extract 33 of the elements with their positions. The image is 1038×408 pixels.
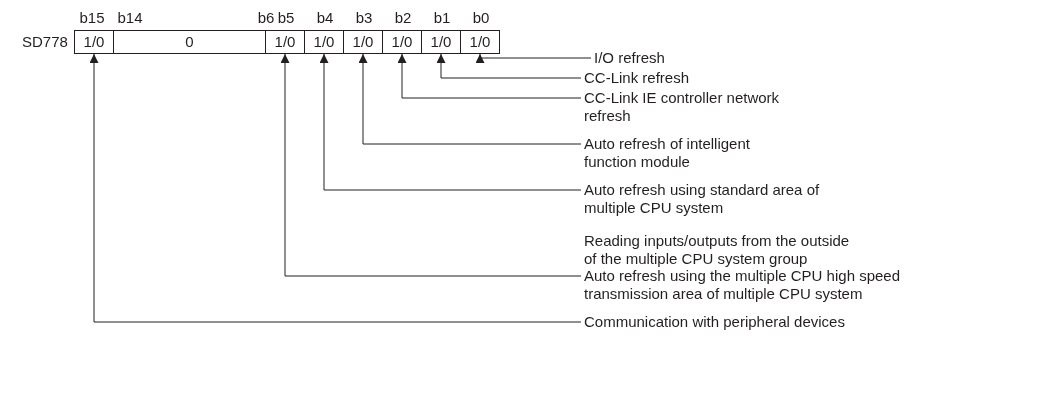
leader-arrow [89, 53, 582, 323]
bit-description: Reading inputs/outputs from the outside of the multiple CPU system group [584, 232, 851, 268]
leader-arrow [319, 53, 582, 191]
leader-arrow [475, 53, 592, 63]
register-bit-cell: 0 [113, 30, 266, 54]
bit-number: b3 [354, 10, 374, 26]
bit-description: CC-Link IE controller network refresh [584, 89, 824, 125]
leader-arrow [397, 53, 582, 99]
register-bit-cell: 1/0 [421, 30, 461, 54]
register-bit-cell: 1/0 [460, 30, 500, 54]
bit-description: I/O refresh [594, 49, 794, 67]
bit-description: CC-Link refresh [584, 69, 784, 87]
register-bit-cell: 1/0 [265, 30, 305, 54]
bit-number: b2 [393, 10, 413, 26]
leader-arrow [436, 53, 582, 79]
bit-number: b15 [78, 10, 106, 26]
bit-description: Communication with peripheral devices [584, 313, 884, 331]
leader-arrow [358, 53, 582, 145]
leader-arrow [280, 53, 582, 277]
bit-number: b5 [276, 10, 296, 26]
bit-number: b6 [256, 10, 276, 26]
register-bit-cell: 1/0 [304, 30, 344, 54]
bit-number: b0 [471, 10, 491, 26]
bit-number: b4 [315, 10, 335, 26]
register-bit-cell: 1/0 [343, 30, 383, 54]
bit-description: Auto refresh using the multiple CPU high speed transmission area of multiple CPU system [584, 267, 914, 303]
register-bit-cell: 1/0 [382, 30, 422, 54]
register-bit-cell: 1/0 [74, 30, 114, 54]
bit-description: Auto refresh of intelligent function module [584, 135, 774, 171]
bit-number: b14 [116, 10, 144, 26]
register-name: SD778 [22, 34, 68, 50]
bit-description: Auto refresh using standard area of multiple CPU system [584, 181, 844, 217]
bit-number: b1 [432, 10, 452, 26]
